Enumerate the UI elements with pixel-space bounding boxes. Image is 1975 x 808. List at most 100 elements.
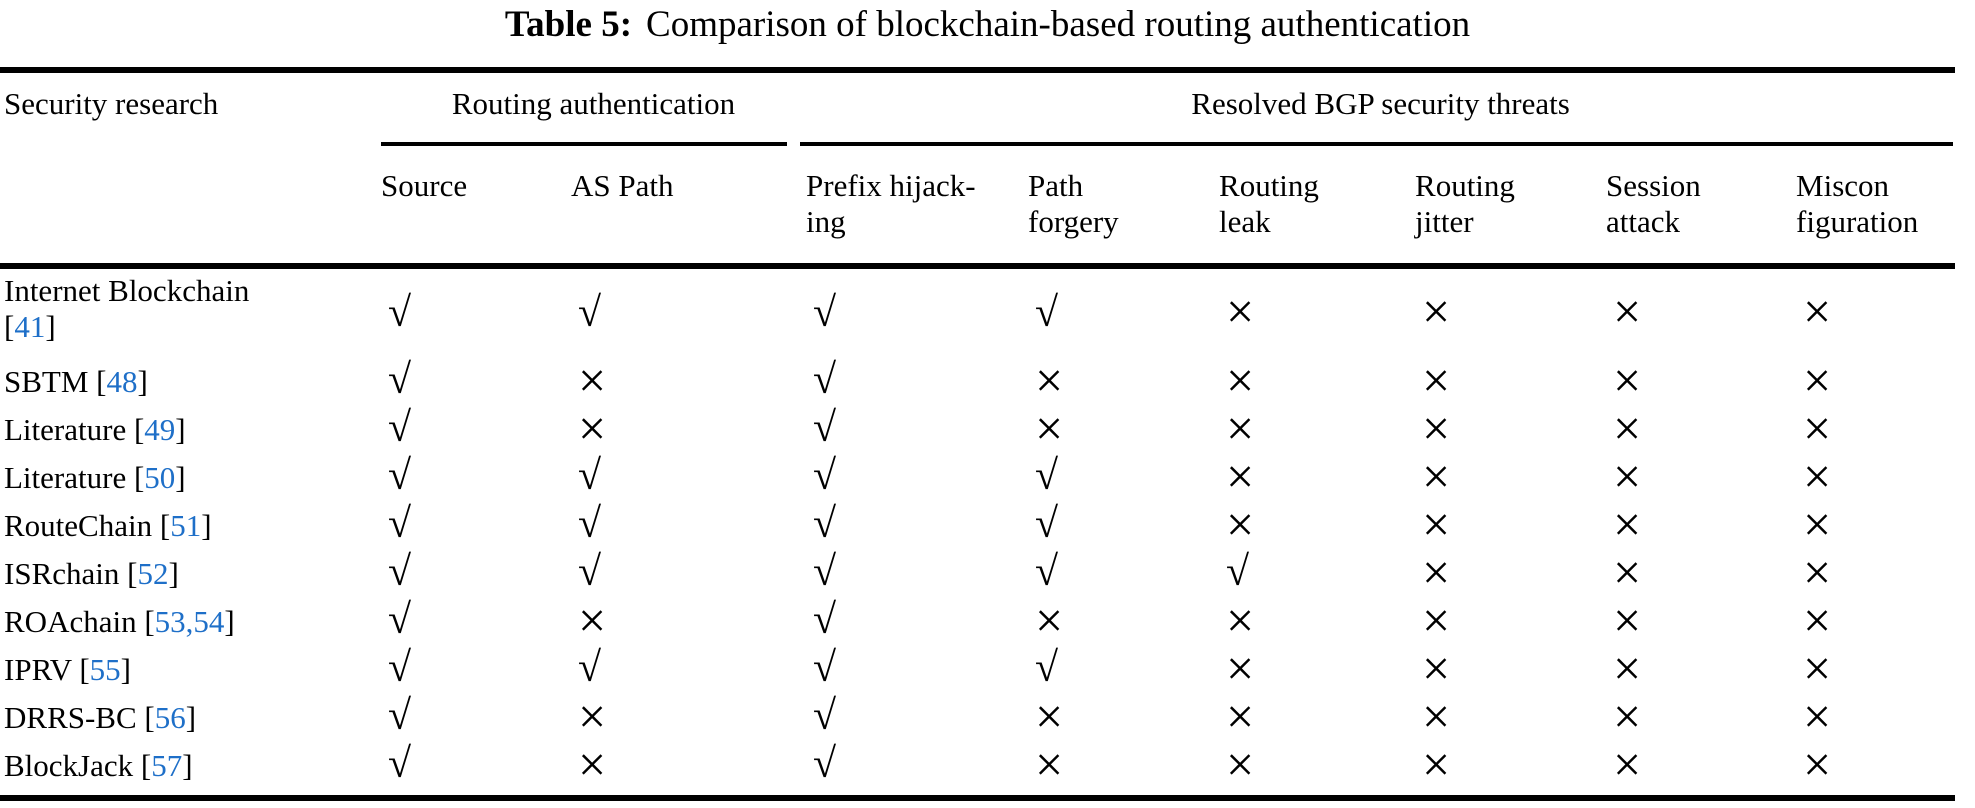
citation-bracket-open: [	[159, 508, 171, 543]
citation-bracket-close: ]	[168, 556, 179, 591]
row-label-text: Literature	[4, 460, 127, 495]
cross-icon: ×	[1226, 448, 1255, 504]
cross-icon: ×	[1803, 640, 1832, 696]
citation-link[interactable]: 50	[144, 460, 176, 495]
check-icon: √	[388, 549, 412, 595]
col-header-source: Source	[381, 146, 571, 269]
mark-cell: √	[806, 599, 1028, 648]
check-icon: √	[813, 357, 837, 403]
cross-icon: ×	[1613, 736, 1642, 792]
citation-link[interactable]: 56	[154, 700, 186, 735]
mark-cell: ×	[1028, 739, 1220, 801]
citation-link[interactable]: 53,54	[154, 604, 225, 639]
row-label-text: Literature	[4, 412, 127, 447]
mark-cell: ×	[1796, 499, 1955, 552]
mark-cell: ×	[1028, 355, 1219, 408]
mark-cell: ×	[1219, 355, 1415, 408]
group-header-routing-authentication: Routing authentication	[381, 67, 807, 149]
mark-cell: √	[806, 551, 1028, 600]
col-header-security-research: Security research	[0, 67, 381, 146]
citation-bracket-open: [	[144, 604, 155, 639]
row-label: IPRV [55]	[0, 648, 381, 696]
table-body: Internet Blockchain[41]√√√√××××SBTM [48]…	[0, 266, 1956, 801]
mark-cell: √	[806, 266, 1028, 360]
citation-bracket-close: ]	[185, 700, 197, 735]
mark-cell: ×	[1796, 547, 1955, 600]
cross-icon: ×	[1422, 400, 1451, 456]
mark-cell: √	[571, 501, 806, 552]
check-icon: √	[388, 741, 412, 787]
mark-cell: ×	[1219, 595, 1415, 648]
citation-link[interactable]: 49	[144, 412, 176, 447]
check-icon: √	[578, 501, 602, 547]
table-caption-text: Comparison of blockchain-based routing a…	[646, 4, 1471, 45]
col-header-as-path: AS Path	[571, 146, 807, 269]
cross-icon: ×	[1035, 736, 1064, 792]
check-icon: √	[813, 453, 837, 499]
citation-link[interactable]: 41	[14, 309, 46, 344]
citation-link[interactable]: 48	[106, 364, 138, 399]
cross-icon: ×	[1613, 688, 1642, 744]
mark-cell: √	[806, 407, 1028, 456]
mark-cell: √	[1028, 453, 1219, 504]
citation-bracket-open: [	[127, 556, 138, 591]
citation-bracket-open: [	[4, 309, 15, 344]
mark-cell: √	[1028, 645, 1219, 696]
mark-cell: ×	[1796, 739, 1956, 801]
citation-link[interactable]: 52	[137, 556, 169, 591]
row-label-text: IPRV	[4, 652, 72, 687]
mark-cell: ×	[1415, 355, 1606, 408]
citation-link[interactable]: 57	[151, 748, 183, 783]
citation-bracket-close: ]	[175, 460, 186, 495]
mark-cell: ×	[1796, 403, 1955, 456]
check-icon: √	[813, 290, 837, 336]
mark-cell: ×	[1606, 739, 1797, 801]
cross-icon: ×	[1035, 592, 1064, 648]
check-icon: √	[388, 453, 412, 499]
mark-cell: √	[1219, 551, 1415, 600]
table-row: IPRV [55]√√√√××××	[0, 643, 1955, 696]
mark-cell: ×	[1796, 595, 1955, 648]
cross-icon: ×	[1226, 592, 1255, 648]
row-label: ISRchain [52]	[0, 552, 381, 600]
cross-icon: ×	[578, 736, 607, 792]
check-icon: √	[813, 693, 837, 739]
mark-cell: ×	[1415, 643, 1606, 696]
citation-bracket-close: ]	[45, 309, 56, 344]
mark-cell: ×	[1796, 643, 1955, 696]
check-icon: √	[1035, 290, 1059, 336]
cross-icon: ×	[1803, 544, 1832, 600]
mark-cell: √	[381, 549, 571, 600]
mark-cell: ×	[1606, 266, 1796, 360]
table-row: Internet Blockchain[41]√√√√××××	[0, 266, 1955, 360]
check-icon: √	[1035, 645, 1059, 691]
table-row: RouteChain [51]√√√√××××	[0, 499, 1955, 552]
cross-icon: ×	[1803, 352, 1832, 408]
cross-icon: ×	[1422, 496, 1451, 552]
citation-link[interactable]: 55	[89, 652, 121, 687]
cross-icon: ×	[1803, 448, 1832, 504]
check-icon: √	[388, 290, 412, 336]
cross-icon: ×	[1422, 688, 1451, 744]
mark-cell: ×	[1415, 547, 1606, 600]
mark-cell: ×	[1028, 403, 1219, 456]
cross-icon: ×	[1422, 640, 1451, 696]
cross-icon: ×	[1422, 736, 1451, 792]
mark-cell: ×	[571, 355, 806, 408]
cross-icon: ×	[1803, 283, 1832, 339]
table-row: Literature [50]√√√√××××	[0, 451, 1955, 504]
mark-cell: ×	[1415, 451, 1606, 504]
check-icon: √	[1035, 453, 1059, 499]
mark-cell: ×	[1219, 451, 1415, 504]
cross-icon: ×	[578, 592, 607, 648]
row-label-text: ISRchain	[4, 556, 120, 591]
table-caption-number: Table 5:	[504, 4, 633, 45]
mark-cell: ×	[1606, 403, 1796, 456]
cross-icon: ×	[1226, 736, 1255, 792]
cross-icon: ×	[1613, 400, 1642, 456]
citation-link[interactable]: 51	[170, 508, 202, 543]
cross-icon: ×	[1035, 352, 1064, 408]
mark-cell: ×	[1415, 691, 1606, 744]
